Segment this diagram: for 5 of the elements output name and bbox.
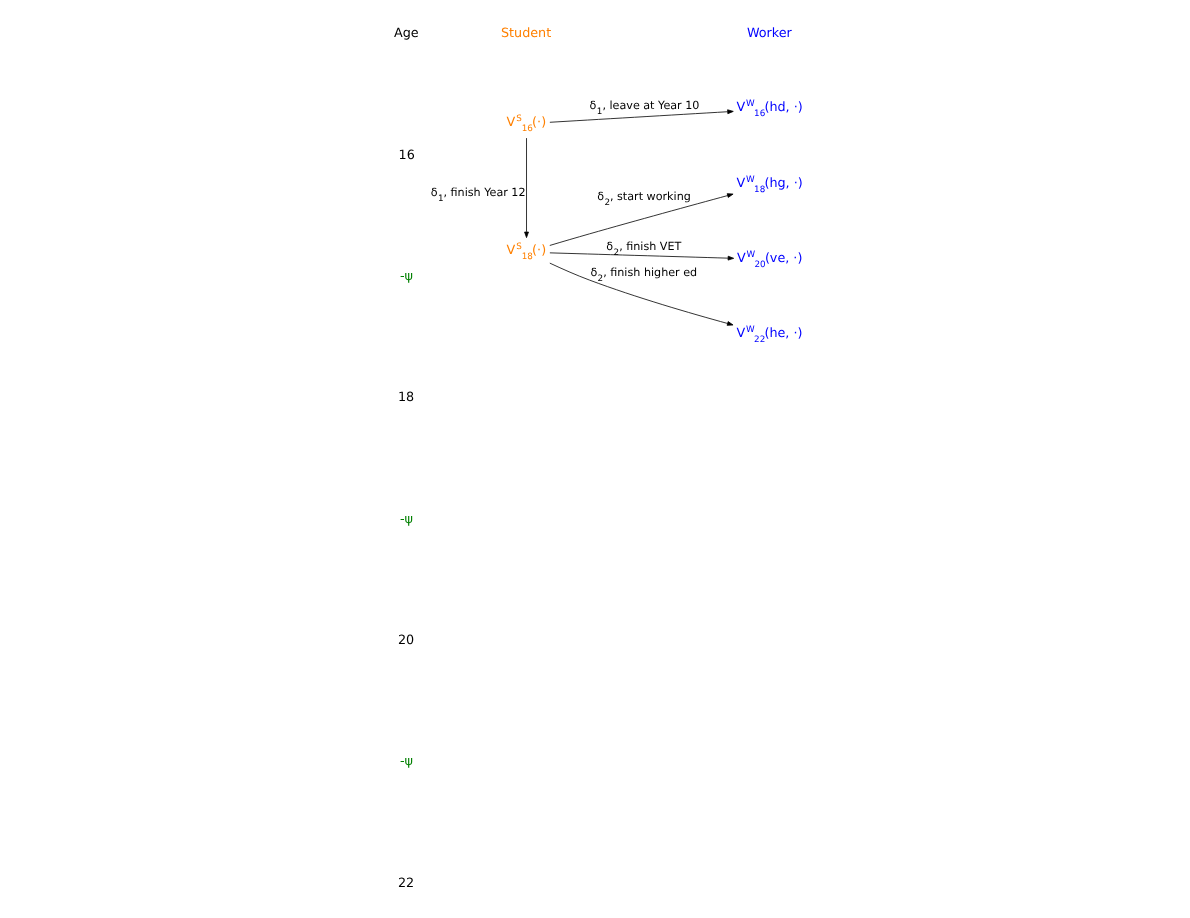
arrow bbox=[548, 262, 733, 326]
arrow bbox=[523, 137, 528, 238]
arrow bbox=[548, 193, 733, 246]
arrow bbox=[548, 252, 734, 261]
arrow bbox=[548, 109, 733, 123]
